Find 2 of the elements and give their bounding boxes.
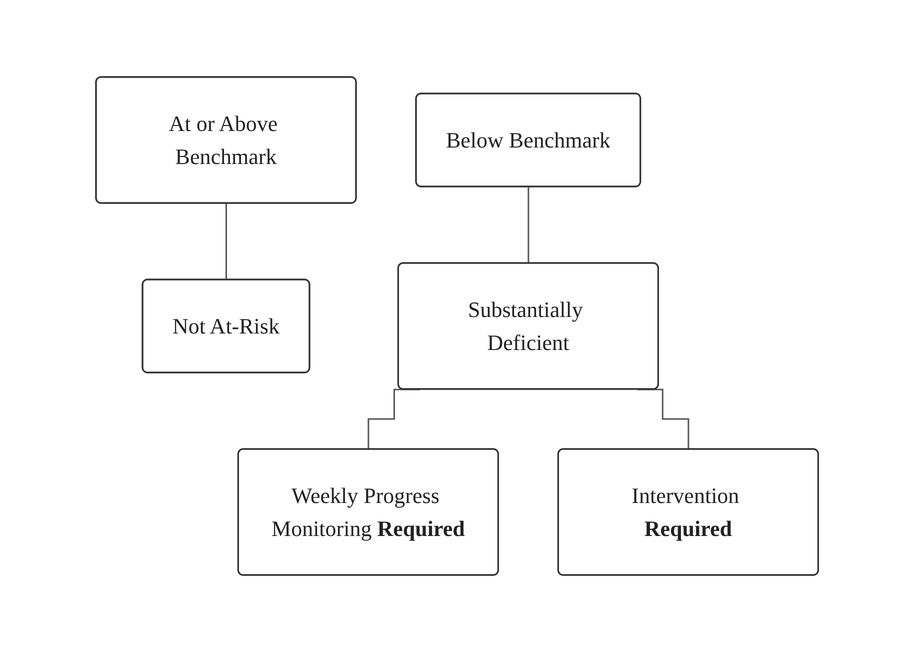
connector [528, 186, 530, 264]
connector [225, 202, 228, 281]
